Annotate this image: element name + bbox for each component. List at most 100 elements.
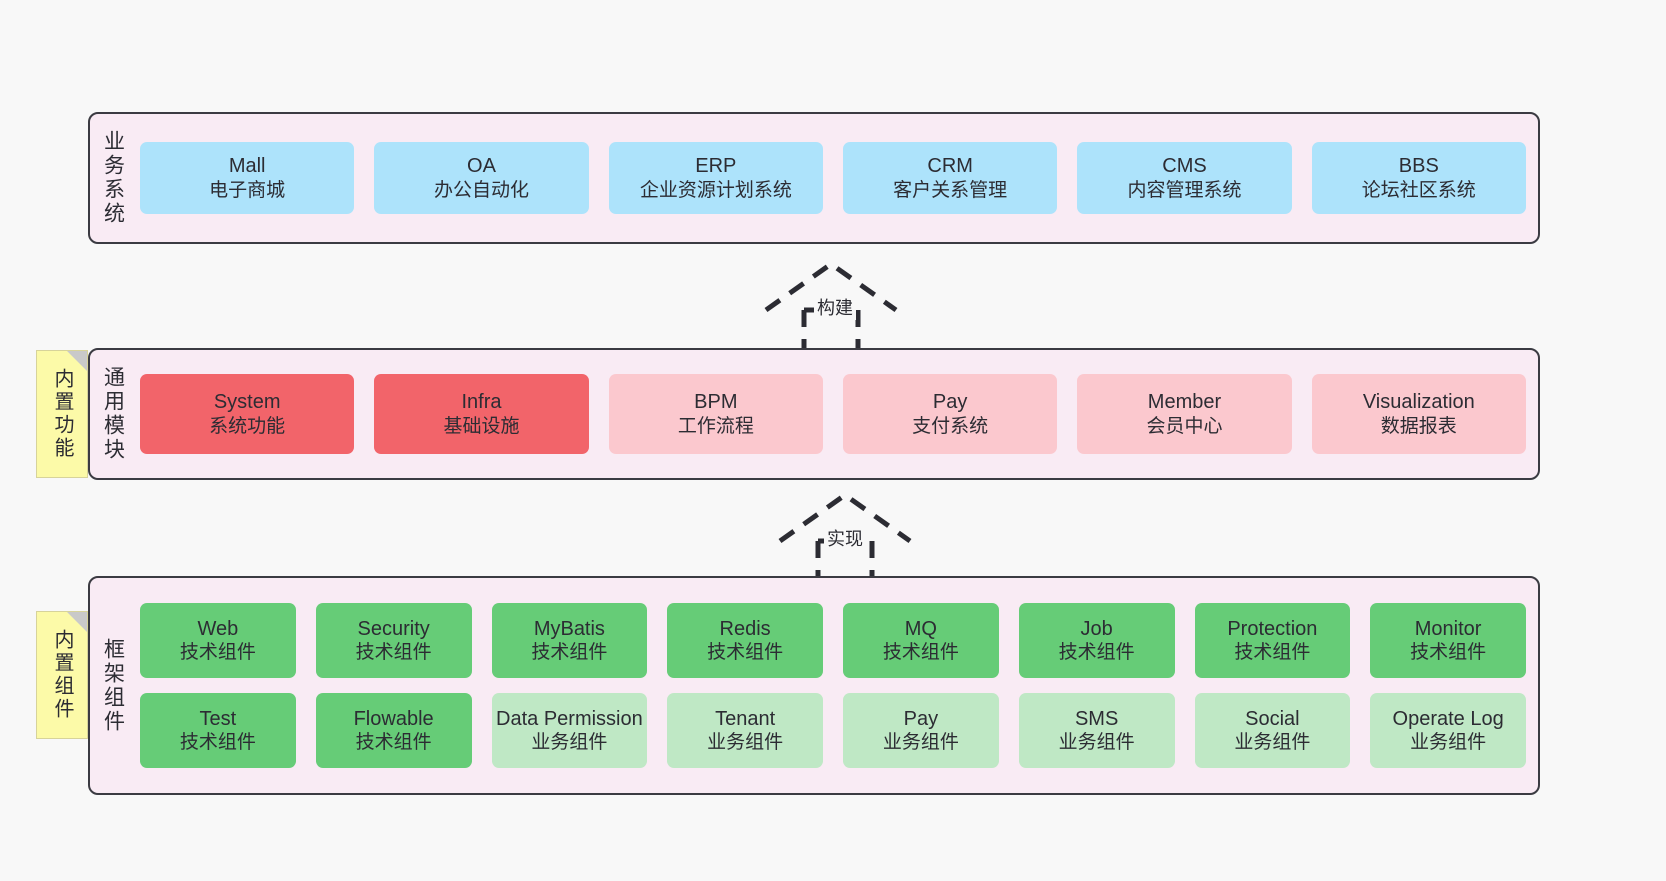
node-row: System 系统功能 Infra 基础设施 BPM 工作流程 Pay 支付系统…	[140, 374, 1526, 454]
band-business-systems: 业务系统 Mall 电子商城 OA 办公自动化 ERP 企业资源计划系统 CRM…	[88, 112, 1540, 244]
node-subtitle: 内容管理系统	[1127, 179, 1242, 201]
band-body-business-systems: Mall 电子商城 OA 办公自动化 ERP 企业资源计划系统 CRM 客户关系…	[136, 114, 1538, 242]
node-pay[interactable]: Pay 支付系统	[842, 374, 1058, 454]
node-monitor[interactable]: Monitor 技术组件	[1370, 603, 1526, 678]
node-cms[interactable]: CMS 内容管理系统	[1077, 142, 1292, 214]
node-subtitle: 会员中心	[1146, 415, 1223, 437]
node-title: Operate Log	[1392, 707, 1504, 730]
node-subtitle: 支付系统	[912, 415, 989, 437]
arrow-label-build: 构建	[814, 294, 856, 320]
band-label-framework-components: 框架组件	[101, 637, 125, 734]
node-title: Flowable	[353, 707, 434, 730]
node-subtitle: 技术组件	[1234, 642, 1311, 664]
dashed-generalization-arrow-icon	[764, 260, 898, 355]
node-crm[interactable]: CRM 客户关系管理	[842, 142, 1058, 214]
node-infra[interactable]: Infra 基础设施	[374, 374, 589, 454]
folded-corner-icon	[67, 351, 87, 371]
node-subtitle: 业务组件	[707, 732, 784, 754]
node-data-permission[interactable]: Data Permission 业务组件	[491, 693, 648, 768]
node-row: Mall 电子商城 OA 办公自动化 ERP 企业资源计划系统 CRM 客户关系…	[140, 142, 1526, 214]
node-subtitle: 技术组件	[882, 642, 959, 664]
node-sms[interactable]: SMS 业务组件	[1018, 693, 1175, 768]
node-title: Data Permission	[496, 707, 643, 730]
node-mq[interactable]: MQ 技术组件	[843, 603, 999, 678]
node-title: Member	[1147, 391, 1222, 414]
node-title: BPM	[694, 391, 738, 414]
node-subtitle: 工作流程	[677, 415, 754, 437]
arrow-implement: 实现	[770, 489, 920, 586]
node-row: Web 技术组件 Security 技术组件 MyBatis 技术组件 Redi…	[140, 603, 1526, 678]
band-common-modules: 通用模块 System 系统功能 Infra 基础设施 BPM 工作流程 Pay…	[88, 348, 1540, 480]
node-title: Monitor	[1414, 617, 1482, 640]
node-title: Tenant	[715, 707, 776, 730]
node-erp[interactable]: ERP 企业资源计划系统	[608, 142, 823, 214]
node-subtitle: 论坛社区系统	[1361, 179, 1476, 201]
node-member[interactable]: Member 会员中心	[1077, 374, 1292, 454]
node-subtitle: 技术组件	[355, 642, 432, 664]
band-body-common-modules: System 系统功能 Infra 基础设施 BPM 工作流程 Pay 支付系统…	[136, 350, 1538, 478]
node-subtitle: 技术组件	[707, 642, 784, 664]
node-protection[interactable]: Protection 技术组件	[1194, 603, 1351, 678]
node-subtitle: 数据报表	[1380, 415, 1457, 437]
node-subtitle: 业务组件	[882, 732, 959, 754]
arrow-build: 构建	[756, 258, 906, 355]
node-subtitle: 技术组件	[531, 642, 608, 664]
node-bpm[interactable]: BPM 工作流程	[608, 374, 823, 454]
node-subtitle: 办公自动化	[433, 179, 529, 201]
node-mybatis[interactable]: MyBatis 技术组件	[491, 603, 648, 678]
sticky-note-label: 内置功能	[51, 368, 73, 460]
node-security[interactable]: Security 技术组件	[315, 603, 472, 678]
node-title: Security	[357, 617, 430, 640]
node-title: Pay	[932, 391, 968, 414]
node-web[interactable]: Web 技术组件	[140, 603, 296, 678]
node-test[interactable]: Test 技术组件	[140, 693, 296, 768]
node-mall[interactable]: Mall 电子商城	[140, 142, 355, 214]
node-title: CRM	[927, 155, 973, 178]
node-job[interactable]: Job 技术组件	[1018, 603, 1175, 678]
folded-corner-icon	[67, 612, 87, 632]
node-subtitle: 基础设施	[443, 415, 520, 437]
node-subtitle: 电子商城	[209, 179, 286, 201]
node-subtitle: 业务组件	[1234, 732, 1311, 754]
node-subtitle: 技术组件	[179, 732, 256, 754]
band-body-framework-components: Web 技术组件 Security 技术组件 MyBatis 技术组件 Redi…	[136, 578, 1538, 793]
dashed-generalization-arrow-icon	[778, 491, 912, 586]
node-subtitle: 业务组件	[1410, 732, 1487, 754]
node-tenant[interactable]: Tenant 业务组件	[667, 693, 823, 768]
node-title: System	[213, 391, 281, 414]
node-bbs[interactable]: BBS 论坛社区系统	[1311, 142, 1526, 214]
node-title: Infra	[461, 391, 502, 414]
node-subtitle: 技术组件	[1410, 642, 1487, 664]
node-flowable[interactable]: Flowable 技术组件	[315, 693, 472, 768]
node-oa[interactable]: OA 办公自动化	[374, 142, 589, 214]
node-title: Test	[199, 707, 237, 730]
node-title: Web	[197, 617, 239, 640]
node-title: BBS	[1398, 155, 1439, 178]
node-title: Social	[1245, 707, 1300, 730]
node-subtitle: 系统功能	[209, 415, 286, 437]
node-title: Protection	[1227, 617, 1318, 640]
node-system[interactable]: System 系统功能	[140, 374, 355, 454]
node-operate-log[interactable]: Operate Log 业务组件	[1370, 693, 1526, 768]
node-title: Redis	[719, 617, 771, 640]
node-subtitle: 技术组件	[179, 642, 256, 664]
node-title: SMS	[1074, 707, 1119, 730]
node-social[interactable]: Social 业务组件	[1194, 693, 1351, 768]
band-label-business-systems: 业务系统	[101, 130, 125, 226]
node-title: MyBatis	[533, 617, 605, 640]
sticky-note-builtin-features: 内置功能	[36, 350, 88, 478]
arrow-label-implement: 实现	[824, 525, 866, 551]
node-redis[interactable]: Redis 技术组件	[667, 603, 823, 678]
band-framework-components: 框架组件 Web 技术组件 Security 技术组件 MyBatis 技术组件…	[88, 576, 1540, 795]
node-visualization[interactable]: Visualization 数据报表	[1311, 374, 1526, 454]
node-title: Visualization	[1362, 391, 1475, 414]
node-title: CMS	[1162, 155, 1207, 178]
node-pay-business[interactable]: Pay 业务组件	[843, 693, 999, 768]
node-subtitle: 客户关系管理	[893, 179, 1008, 201]
node-subtitle: 技术组件	[355, 732, 432, 754]
node-title: Mall	[228, 155, 266, 178]
band-label-common-modules: 通用模块	[101, 366, 125, 462]
node-title: Pay	[903, 707, 939, 730]
sticky-note-builtin-components: 内置组件	[36, 611, 88, 739]
